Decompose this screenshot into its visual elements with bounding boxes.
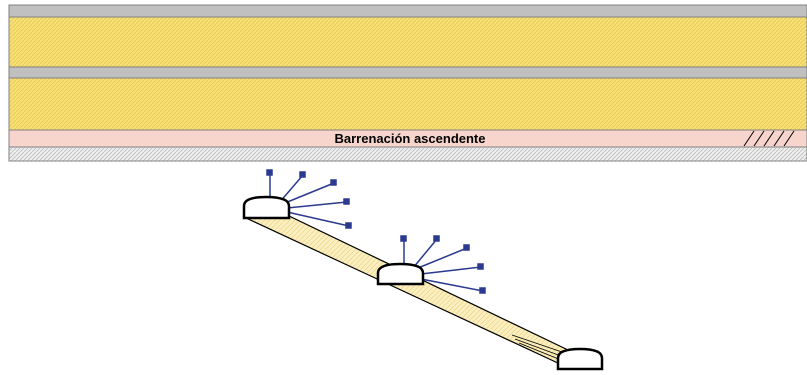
floor-band xyxy=(8,146,807,162)
drift-label: Barrenación ascendente xyxy=(334,131,485,146)
drill-hole-tip xyxy=(345,222,352,229)
drill-hole-tip xyxy=(343,198,350,205)
drill-station-1 xyxy=(242,169,352,229)
top-rock-band xyxy=(8,4,807,18)
drill-holes-fan xyxy=(266,169,352,229)
drill-hole-tip xyxy=(400,235,407,242)
inclined-ramp xyxy=(245,215,569,365)
lower-ore-body xyxy=(8,77,807,131)
drift-drill-marks xyxy=(743,130,795,147)
drill-station-2 xyxy=(376,235,486,294)
drill-hole-tip xyxy=(266,169,273,176)
lower-drift-cross-section xyxy=(556,347,604,371)
drill-holes-fan xyxy=(400,235,486,294)
drill-hole-tip xyxy=(433,235,440,242)
upper-ore-body xyxy=(8,16,807,68)
drill-hole-tip xyxy=(479,287,486,294)
drill-hole-tip xyxy=(299,171,306,178)
drill-hole-tip xyxy=(330,179,337,186)
middle-rock-band xyxy=(8,66,807,79)
drill-hole-tip xyxy=(463,244,470,251)
drift-cross-section xyxy=(242,195,291,220)
drift-cross-section xyxy=(376,262,425,286)
drill-hole-tip xyxy=(477,263,484,270)
